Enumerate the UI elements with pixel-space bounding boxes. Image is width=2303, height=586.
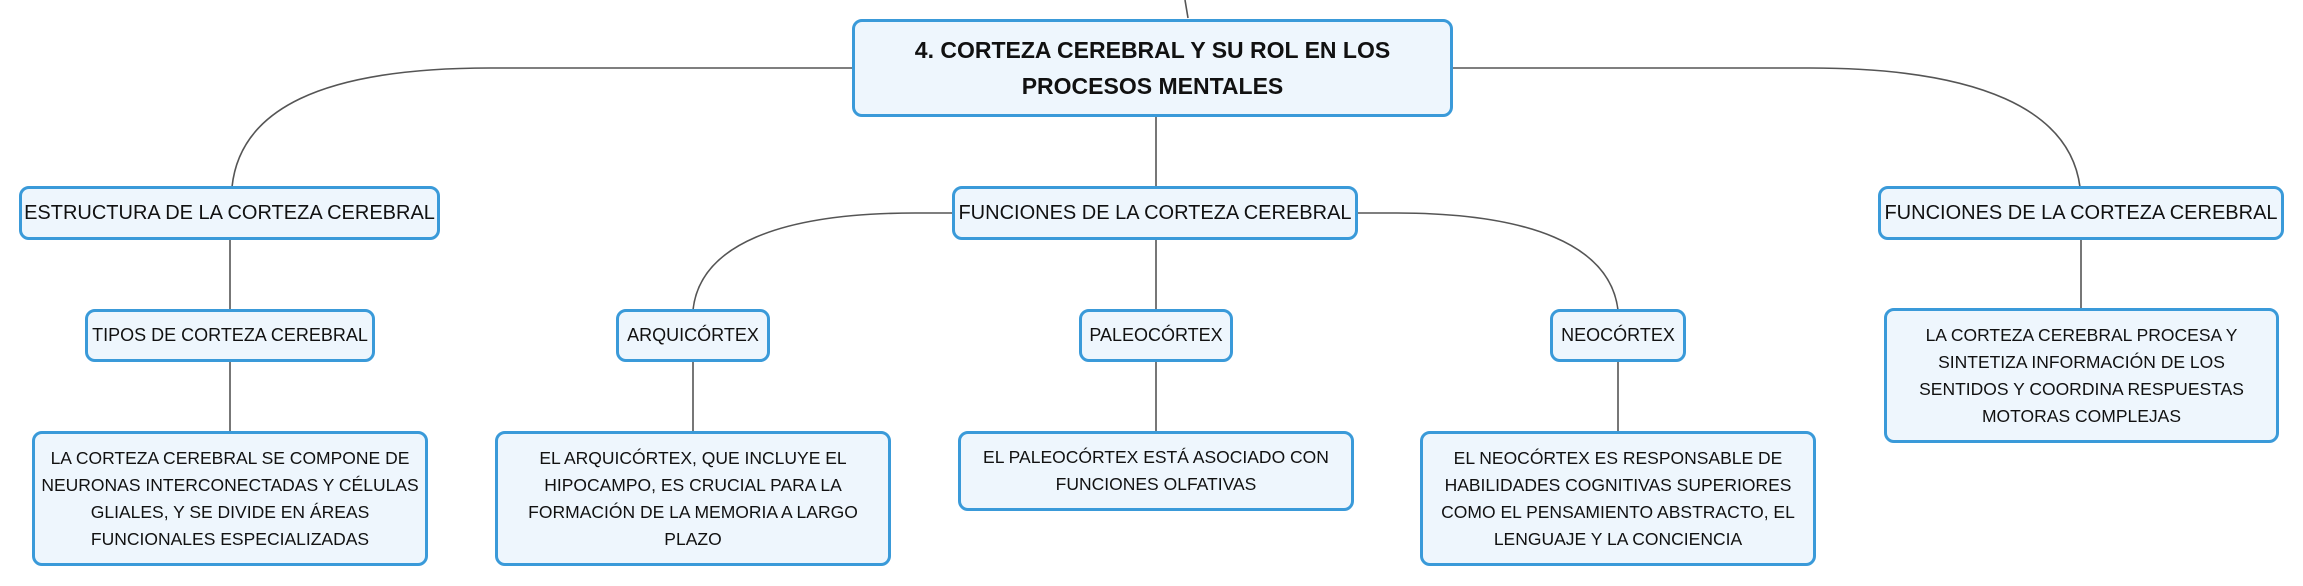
topic-funciones-center[interactable]: FUNCIONES DE LA CORTEZA CEREBRAL [952,186,1358,240]
leaf-funciones-right-text-content: LA CORTEZA CEREBRAL PROCESA Y SINTETIZA … [1919,324,2244,426]
subtopic-tipos[interactable]: TIPOS DE CORTEZA CEREBRAL [85,309,375,362]
topic-estructura[interactable]: ESTRUCTURA DE LA CORTEZA CEREBRAL [19,186,440,240]
leaf-tipos-text-content: LA CORTEZA CEREBRAL SE COMPONE DE NEURON… [41,447,419,549]
leaf-tipos-text[interactable]: LA CORTEZA CEREBRAL SE COMPONE DE NEURON… [32,431,428,566]
connector-line [1358,212,1619,311]
topic-funciones-center-label: FUNCIONES DE LA CORTEZA CEREBRAL [958,201,1352,224]
root-topic-title: 4. CORTEZA CEREBRAL Y SU ROL EN LOS PROC… [914,37,1391,99]
subtopic-tipos-label: TIPOS DE CORTEZA CEREBRAL [92,325,368,345]
topic-estructura-label: ESTRUCTURA DE LA CORTEZA CEREBRAL [24,201,435,224]
leaf-arquicortex-text-content: EL ARQUICÓRTEX, QUE INCLUYE EL HIPOCAMPO… [528,447,858,549]
subtopic-arquicortex-label: ARQUICÓRTEX [627,325,759,345]
connector-line [1184,0,1189,19]
subtopic-paleocortex[interactable]: PALEOCÓRTEX [1079,309,1233,362]
subtopic-neocortex-label: NEOCÓRTEX [1561,325,1675,345]
connector-line [1452,67,2081,188]
leaf-neocortex-text[interactable]: EL NEOCÓRTEX ES RESPONSABLE DE HABILIDAD… [1420,431,1816,566]
leaf-paleocortex-text[interactable]: EL PALEOCÓRTEX ESTÁ ASOCIADO CON FUNCION… [958,431,1354,511]
leaf-funciones-right-text[interactable]: LA CORTEZA CEREBRAL PROCESA Y SINTETIZA … [1884,308,2279,443]
root-topic[interactable]: 4. CORTEZA CEREBRAL Y SU ROL EN LOS PROC… [852,19,1453,117]
subtopic-neocortex[interactable]: NEOCÓRTEX [1550,309,1686,362]
connector-line [231,67,853,188]
connector-line [692,212,952,311]
leaf-neocortex-text-content: EL NEOCÓRTEX ES RESPONSABLE DE HABILIDAD… [1441,447,1795,549]
topic-funciones-right[interactable]: FUNCIONES DE LA CORTEZA CEREBRAL [1878,186,2284,240]
topic-funciones-right-label: FUNCIONES DE LA CORTEZA CEREBRAL [1884,201,2278,224]
subtopic-paleocortex-label: PALEOCÓRTEX [1089,325,1223,345]
leaf-paleocortex-text-content: EL PALEOCÓRTEX ESTÁ ASOCIADO CON FUNCION… [983,447,1329,494]
subtopic-arquicortex[interactable]: ARQUICÓRTEX [616,309,770,362]
leaf-arquicortex-text[interactable]: EL ARQUICÓRTEX, QUE INCLUYE EL HIPOCAMPO… [495,431,891,566]
